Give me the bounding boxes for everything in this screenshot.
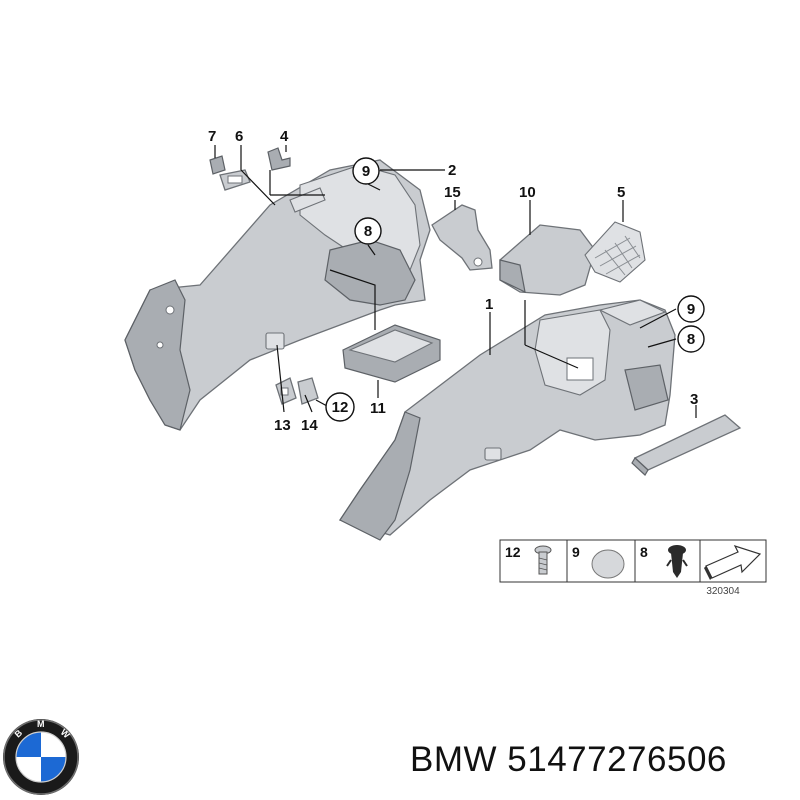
callout-13: 13 <box>274 417 291 434</box>
callout-5: 5 <box>617 184 625 201</box>
legend-label-12: 12 <box>505 544 521 560</box>
callout-labels: 7 6 4 9 2 15 10 5 8 1 9 8 11 12 13 14 3 <box>208 128 705 434</box>
callout-circle-9-left <box>352 157 380 185</box>
callout-10: 10 <box>519 184 536 201</box>
callout-circle-8-left <box>354 217 382 245</box>
callout-14: 14 <box>301 417 318 434</box>
callout-circle-9-right <box>677 295 705 323</box>
grille-part-5 <box>584 221 646 283</box>
callout-1: 1 <box>485 296 493 313</box>
storage-box-part-10 <box>499 224 596 296</box>
callout-8-right: 8 <box>687 331 695 348</box>
leader-lines <box>214 145 697 418</box>
callout-9-right: 9 <box>687 301 695 318</box>
callout-2: 2 <box>448 162 456 179</box>
callout-11: 11 <box>370 400 386 417</box>
small-clip-parts <box>209 147 291 191</box>
bmw-logo: B M W <box>3 719 79 795</box>
callout-3: 3 <box>690 391 698 408</box>
arrow-tab-icon <box>704 544 762 580</box>
callout-4: 4 <box>280 128 289 145</box>
legend-label-8: 8 <box>640 544 648 560</box>
callout-6: 6 <box>235 128 243 145</box>
callout-7: 7 <box>208 128 216 145</box>
callout-circle-12 <box>325 392 355 422</box>
callout-12: 12 <box>332 399 349 416</box>
part-number-caption: BMW 51477276506 <box>410 740 727 779</box>
svg-text:M: M <box>37 719 45 729</box>
callout-8-left: 8 <box>364 223 372 240</box>
fastener-legend: 12 9 8 320304 <box>499 539 767 597</box>
clip-icon <box>666 545 688 578</box>
right-side-trim-panel <box>338 299 676 541</box>
tray-part-11 <box>342 324 441 383</box>
bracket-part-15 <box>431 204 493 271</box>
cap-icon <box>591 549 625 579</box>
diagram-number: 320304 <box>706 586 740 597</box>
trim-strip-part-3 <box>631 414 742 476</box>
callout-15: 15 <box>444 184 461 201</box>
callout-circle-8-right <box>677 325 705 353</box>
legend-label-9: 9 <box>572 544 580 560</box>
bolt-icon <box>534 545 552 575</box>
callout-9-left: 9 <box>362 163 370 180</box>
svg-text:B: B <box>13 727 25 739</box>
clips-parts-13-14 <box>275 377 319 405</box>
